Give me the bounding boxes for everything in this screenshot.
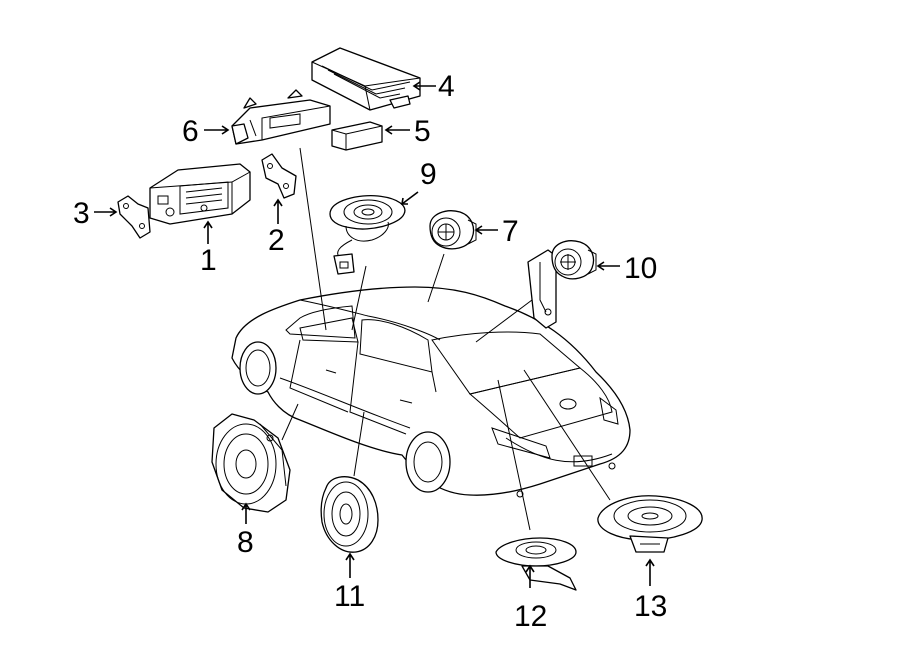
- door-speaker-part-8[interactable]: [211, 413, 291, 513]
- callout-8: 8: [237, 526, 254, 559]
- callout-4: 4: [438, 70, 455, 103]
- rear-speaker-part-13[interactable]: [597, 495, 703, 553]
- sedan-car: [231, 286, 631, 498]
- callout-1: 1: [200, 244, 217, 277]
- rear-speaker-part-12[interactable]: [495, 537, 577, 591]
- callout-12: 12: [514, 600, 547, 633]
- mount-bracket-part-3[interactable]: [117, 195, 151, 239]
- tweeter-part-7[interactable]: [429, 210, 477, 250]
- callout-7: 7: [502, 215, 519, 248]
- callout-9: 9: [420, 158, 437, 191]
- radio-receiver-part-1[interactable]: [149, 163, 251, 225]
- mount-bracket-part-2[interactable]: [261, 153, 297, 199]
- callout-11: 11: [334, 580, 365, 613]
- leader-lines: [281, 147, 611, 531]
- callout-5: 5: [414, 115, 431, 148]
- callout-arrows: [94, 81, 655, 588]
- callout-labels: 4 6 5 9 3 1 2 7 10 8 11 12 13: [73, 70, 667, 633]
- amplifier-part-4[interactable]: [311, 47, 421, 111]
- door-speaker-part-11[interactable]: [320, 476, 379, 553]
- navigation-module-part-6[interactable]: [231, 89, 331, 145]
- bracket-part-5[interactable]: [331, 121, 383, 151]
- callout-3: 3: [73, 197, 90, 230]
- tweeter-bracket-part-10[interactable]: [527, 240, 597, 329]
- speaker-part-9[interactable]: [329, 194, 406, 275]
- callout-6: 6: [182, 115, 199, 148]
- callout-2: 2: [268, 224, 285, 257]
- callout-13: 13: [634, 590, 667, 623]
- callout-10: 10: [624, 252, 657, 285]
